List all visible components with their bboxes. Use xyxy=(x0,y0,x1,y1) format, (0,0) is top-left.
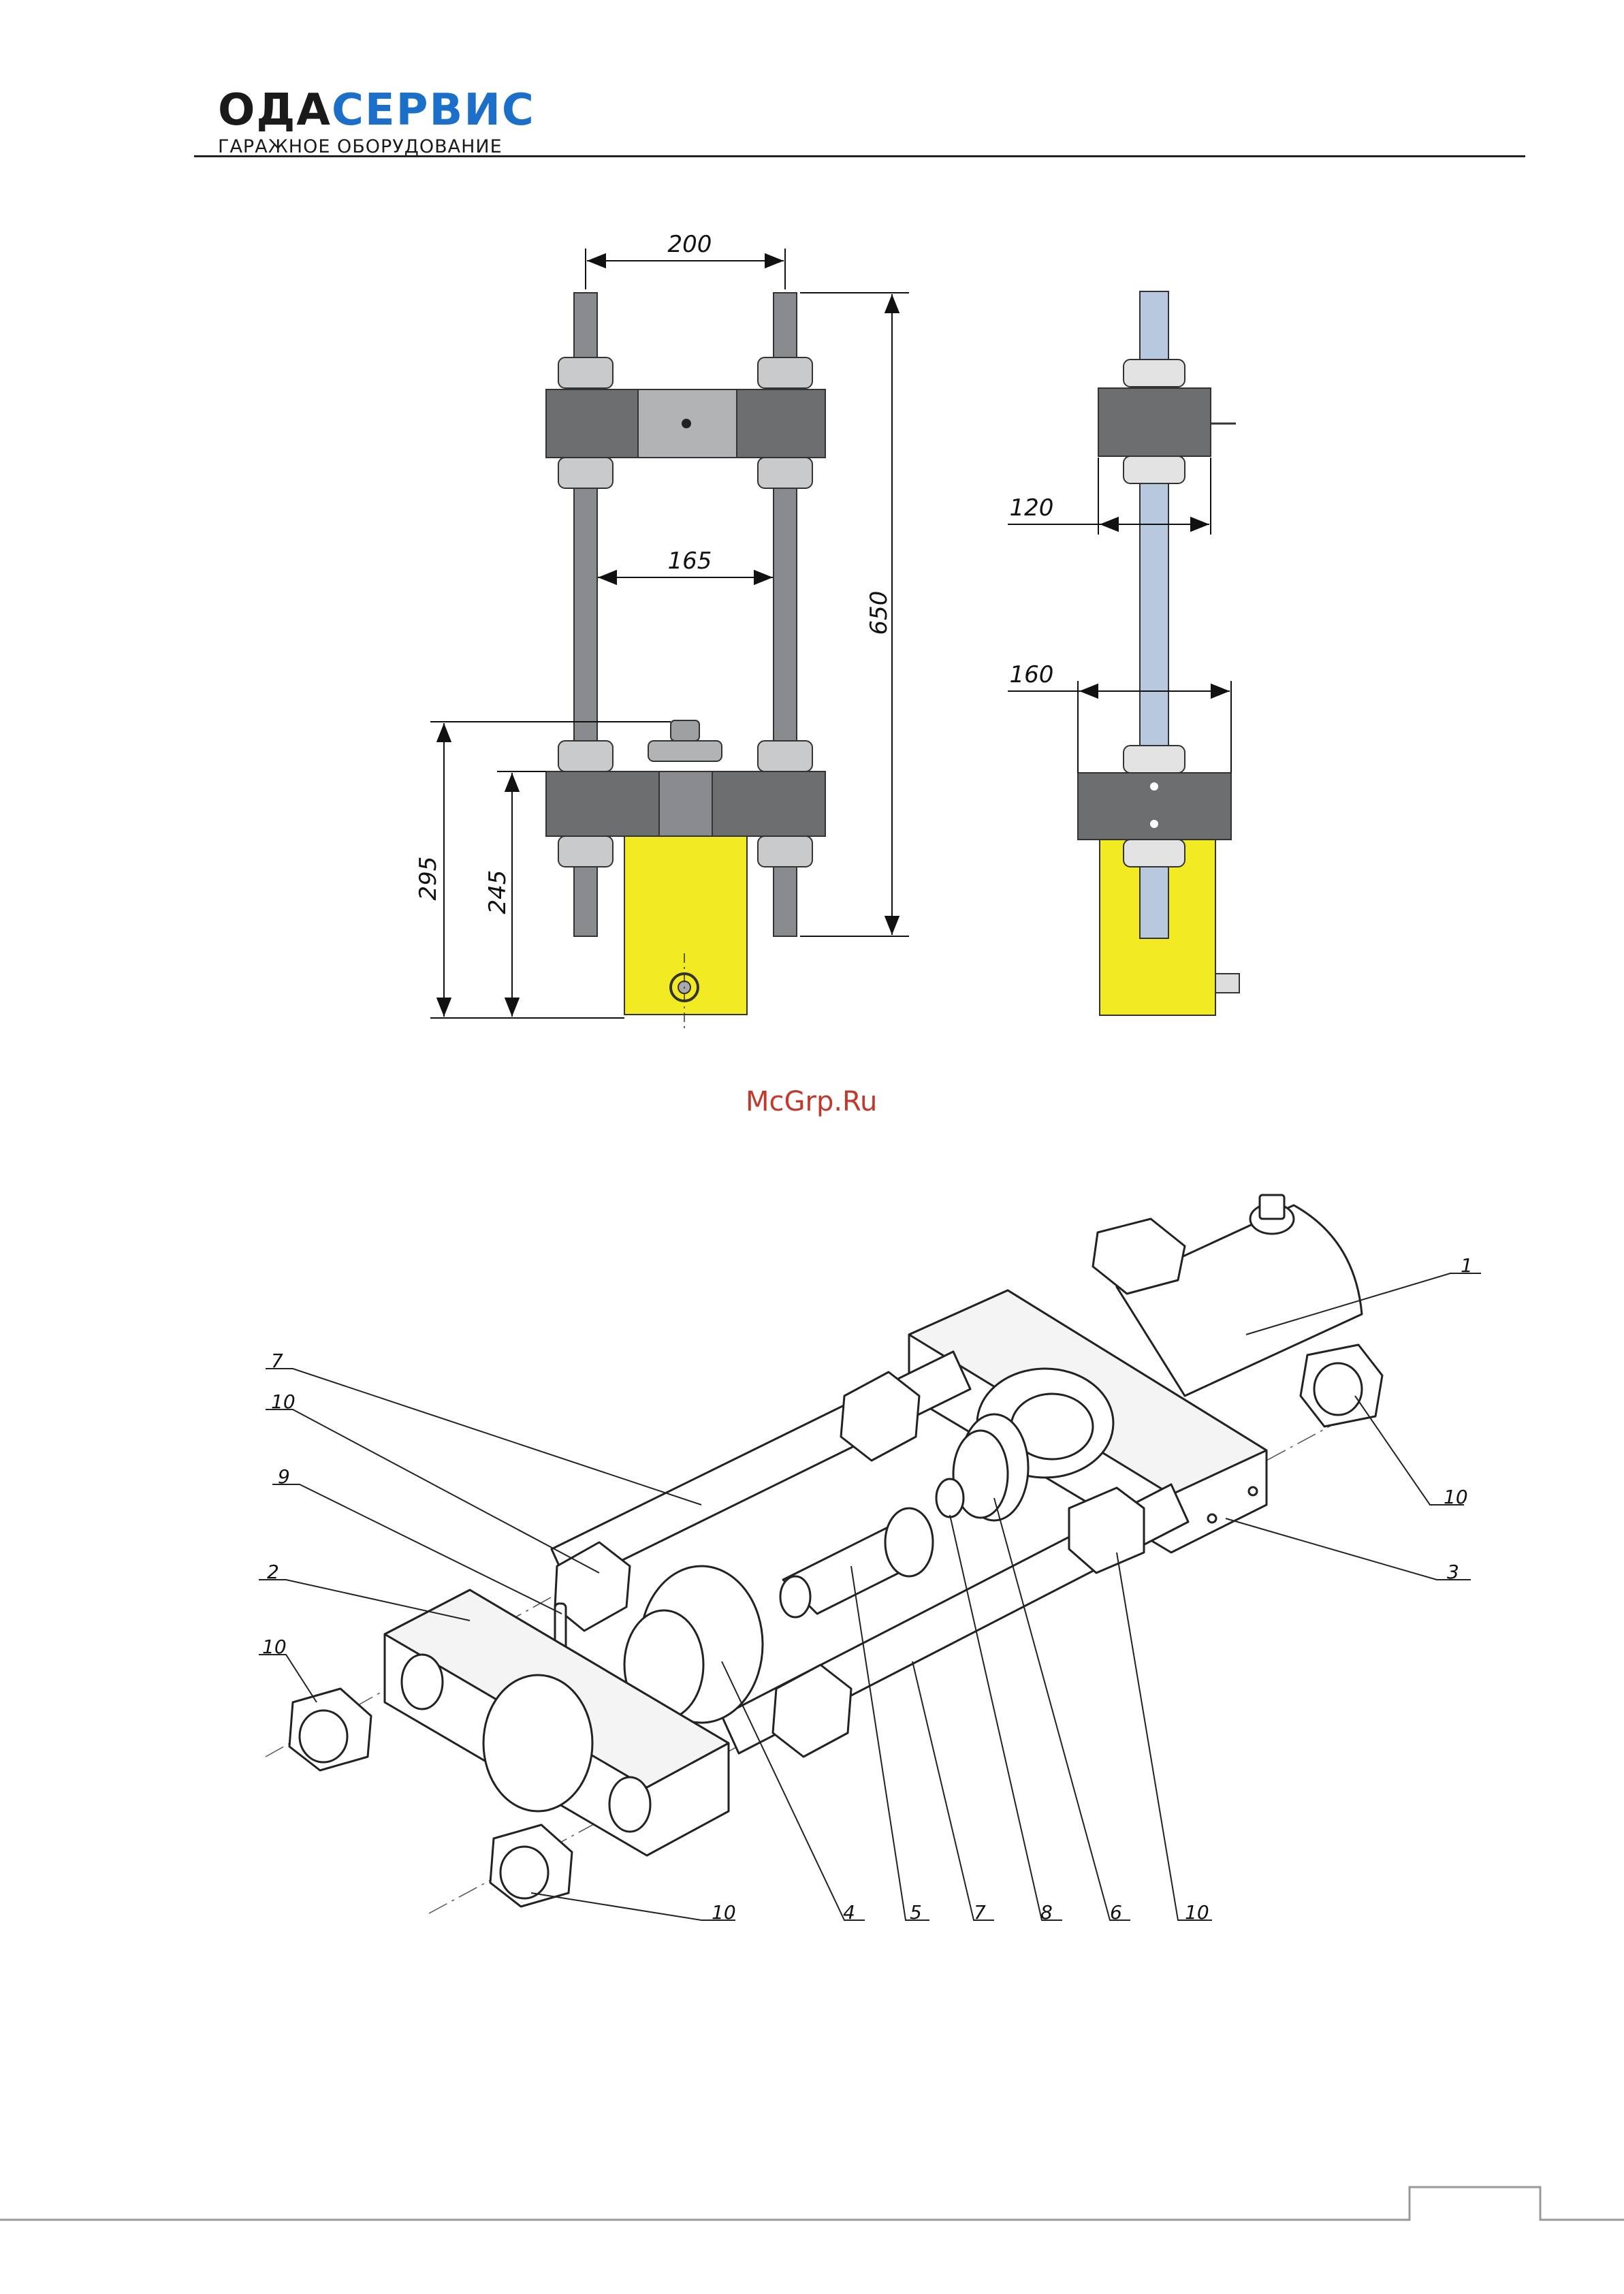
footer-rule xyxy=(0,2187,1624,2220)
dim-height-b: 245 xyxy=(484,870,511,914)
plunger-collar xyxy=(648,741,722,761)
callout-10-rear-right: 10 xyxy=(1444,1486,1468,1508)
callout-10-front-bottom: 10 xyxy=(712,1901,736,1924)
part-10-nut-rear-upper xyxy=(1093,1219,1185,1294)
nut-right-top-lower xyxy=(758,458,812,488)
dim-top-width: 200 xyxy=(668,231,712,258)
nut-left-top-lower xyxy=(558,458,613,488)
dim-total-height: 650 xyxy=(865,591,893,635)
callout-7-upper: 7 xyxy=(271,1350,283,1372)
side-nut-bottom-upper xyxy=(1124,746,1185,773)
plunger-cap xyxy=(671,720,699,741)
callout-9: 9 xyxy=(278,1465,290,1488)
side-lower-block-hole-1 xyxy=(1150,782,1158,791)
nut-right-top-upper xyxy=(758,357,812,388)
side-upper-block xyxy=(1098,388,1211,456)
nut-right-bottom-lower xyxy=(758,836,812,867)
side-view: 120 160 xyxy=(1008,291,1239,1015)
exploded-view xyxy=(266,1195,1382,1913)
nut-right-bottom-upper xyxy=(758,741,812,771)
part-2-bore xyxy=(483,1675,592,1811)
upper-crossbar-hole xyxy=(682,419,691,428)
callout-leaders xyxy=(259,1273,1481,1920)
callout-8: 8 xyxy=(1040,1901,1053,1924)
callout-7-lower: 7 xyxy=(974,1901,986,1924)
side-nut-top-upper xyxy=(1124,360,1185,387)
side-cylinder-rod xyxy=(1140,867,1168,938)
callout-10-upper-left: 10 xyxy=(271,1390,296,1413)
dim-height-a: 295 xyxy=(415,857,442,901)
part-8-valve xyxy=(936,1479,964,1517)
callout-4: 4 xyxy=(843,1901,855,1924)
side-fitting xyxy=(1215,974,1239,993)
callout-5: 5 xyxy=(910,1901,922,1924)
side-nut-bottom-lower xyxy=(1124,840,1185,867)
side-lower-block-hole-2 xyxy=(1150,820,1158,828)
callout-10-right-lower: 10 xyxy=(1185,1901,1209,1924)
side-nut-top-lower xyxy=(1124,456,1185,483)
part-1-fitting-top xyxy=(1260,1195,1284,1219)
dim-inner-width: 165 xyxy=(668,547,712,575)
dim-lower-block: 160 xyxy=(1010,661,1054,688)
callout-6: 6 xyxy=(1110,1901,1122,1924)
part-10-nut-right-lower xyxy=(1069,1488,1144,1573)
dim-upper-block: 120 xyxy=(1010,494,1054,522)
lower-crossbar-center xyxy=(659,771,712,836)
watermark: McGrp.Ru xyxy=(746,1086,877,1117)
callout-10-front-left: 10 xyxy=(262,1636,287,1658)
callout-2: 2 xyxy=(267,1561,279,1583)
callout-1: 1 xyxy=(1461,1254,1473,1277)
nut-left-bottom-upper xyxy=(558,741,613,771)
nut-left-bottom-lower xyxy=(558,836,613,867)
callout-3: 3 xyxy=(1447,1561,1459,1583)
part-10-nut-mid-lower xyxy=(773,1665,851,1757)
nut-left-top-upper xyxy=(558,357,613,388)
front-view: 200 165 650 295 245 xyxy=(415,231,909,1028)
